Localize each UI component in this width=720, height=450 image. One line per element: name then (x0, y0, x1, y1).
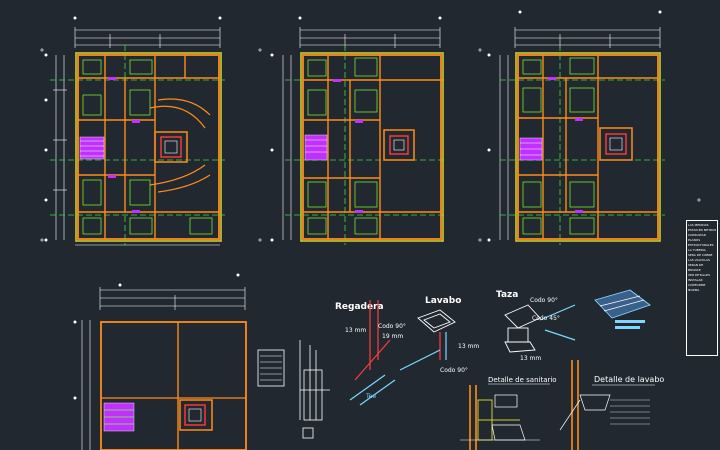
note-line: ESTAN EN METROS (688, 228, 716, 232)
note-line: VER DETALLES (688, 273, 710, 277)
note-line: PLANOS (688, 238, 701, 242)
note-line: CONFORME (688, 283, 706, 287)
shower-codo-label: Codo 90° (378, 323, 406, 330)
detalle-sanitario-title: Detalle de sanitario (488, 376, 557, 384)
detalle-lavabo: Detalle de lavabo (559, 360, 664, 450)
note-line: LAS MEDIDAS (688, 223, 709, 227)
taza-codo45-label: Codo 45° (532, 315, 560, 322)
note-line: SERAN DE (688, 263, 704, 267)
fixture-isometric (594, 289, 651, 329)
note-line: SERA DE COBRE (688, 253, 713, 257)
note-line: BRONCE (688, 268, 701, 272)
shower-isometric: Regadera 13 mm Codo 90° 19 mm Tee (335, 300, 406, 406)
note-line: CONSULTAR (688, 233, 706, 237)
symbol-legend-box (257, 349, 285, 387)
shower-diam-19-label: 19 mm (382, 333, 403, 340)
lavabo-title: Lavabo (425, 296, 461, 306)
note-line: LAS VALVULAS (688, 258, 710, 262)
note-line: INSTALAR (688, 278, 703, 282)
note-line: ESTRUCTURALES (688, 243, 714, 247)
regadera-title: Regadera (335, 302, 384, 312)
taza-isometric: Taza Codo 90° Codo 45° 13 mm (496, 290, 576, 362)
lavabo-isometric: Lavabo Codo 90° 13 mm (399, 296, 479, 374)
floor-plan-1 (44, 16, 225, 246)
taza-title: Taza (496, 290, 518, 300)
pipe-riser-detail (299, 340, 330, 439)
detalle-lavabo-title: Detalle de lavabo (594, 375, 664, 384)
lavabo-diam-label: 13 mm (458, 343, 479, 350)
floor-plan-3 (487, 10, 665, 245)
shower-diam-label: 13 mm (345, 327, 366, 334)
grid-crosshair-markers (40, 48, 701, 242)
note-line: NORMA (688, 288, 700, 292)
taza-diam-label: 13 mm (520, 355, 541, 362)
roof-plan (73, 273, 247, 450)
floor-plan-2 (270, 16, 445, 245)
note-line: LA TUBERIA (688, 248, 706, 252)
shower-tee-label: Tee (365, 393, 376, 400)
taza-codo-label: Codo 90° (530, 297, 558, 304)
lavabo-codo-label: Codo 90° (440, 367, 468, 374)
detalle-sanitario: Detalle de sanitario (460, 376, 557, 450)
